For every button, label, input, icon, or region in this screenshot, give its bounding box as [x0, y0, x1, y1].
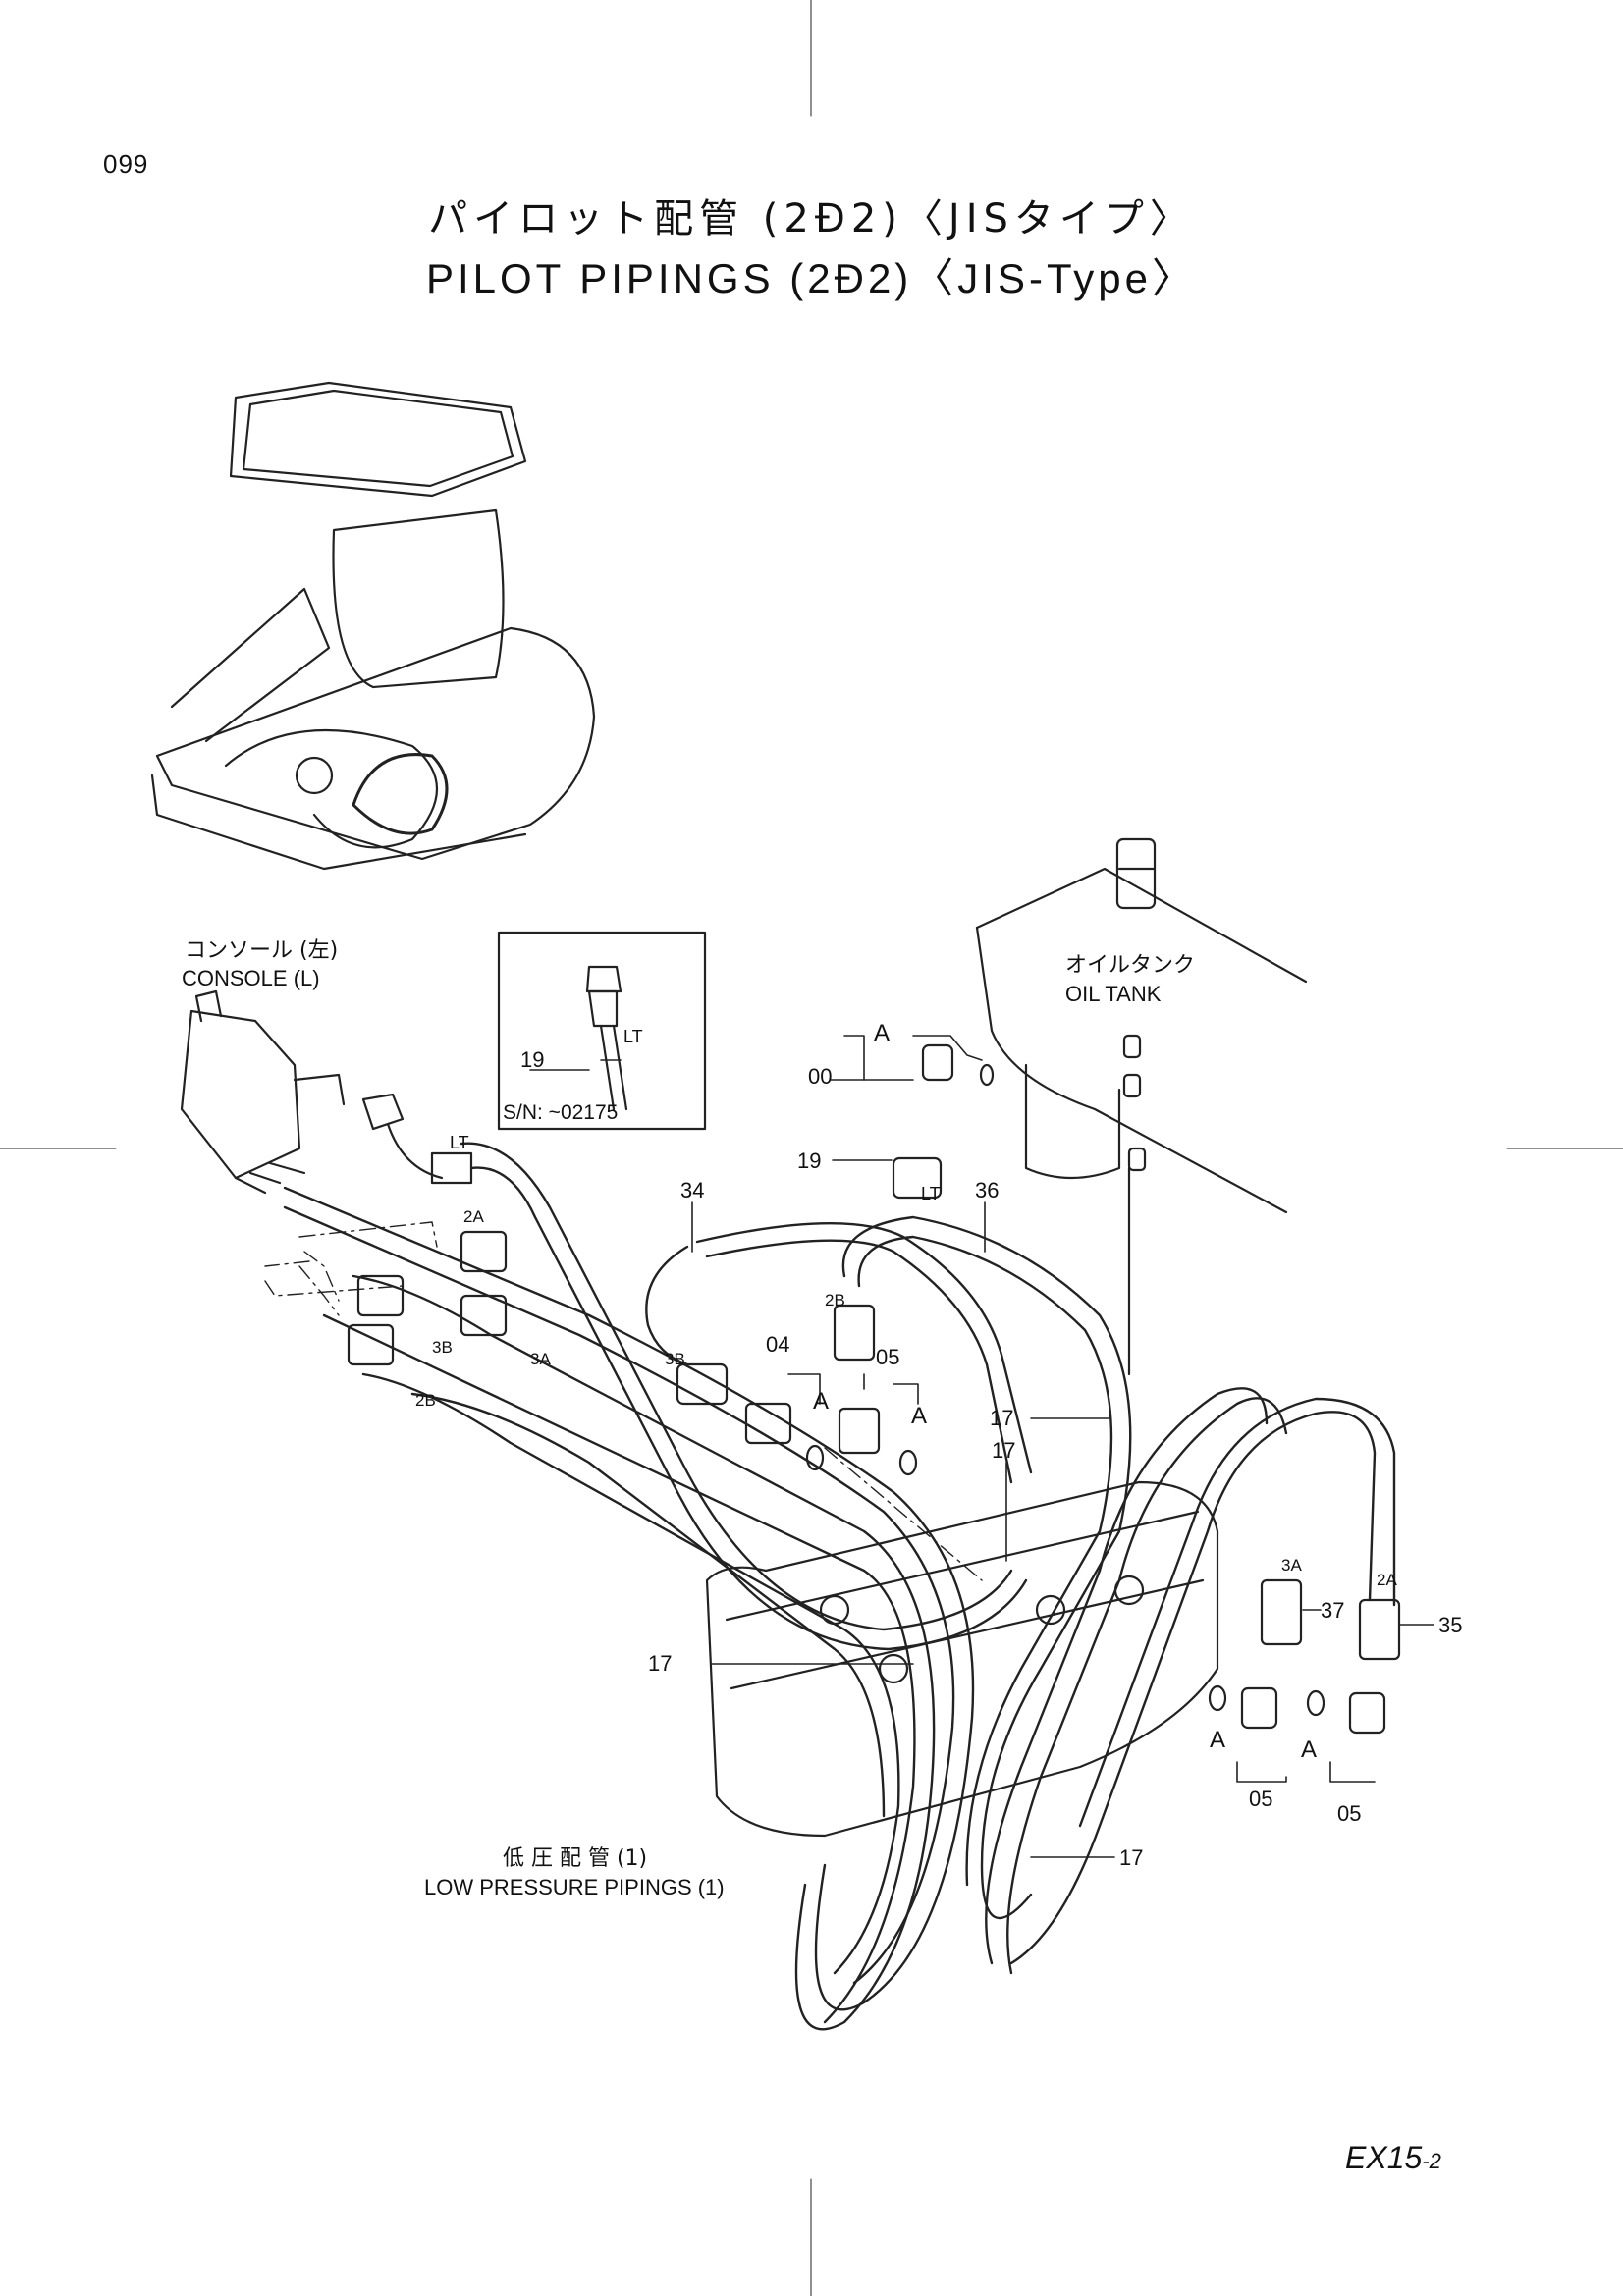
hose-bundle: [283, 1142, 1396, 2031]
part-3a-left: 3A: [530, 1350, 551, 1368]
oil-tank-label-en: OIL TANK: [1065, 982, 1162, 1006]
page-number: 099: [103, 149, 149, 179]
part-3b-center: 3B: [665, 1350, 685, 1368]
inset-part-19: 19: [520, 1047, 544, 1072]
model-main: EX15: [1345, 2140, 1423, 2175]
part-17-mid: 17: [992, 1438, 1015, 1463]
part-2a-right: 2A: [1377, 1571, 1397, 1589]
part-3a-right: 3A: [1281, 1556, 1302, 1575]
inset-serial-label: S/N: ~02175: [503, 1101, 618, 1124]
part-2a-left: 2A: [463, 1207, 484, 1226]
callout-labels: コンソール (左) CONSOLE (L) オイルタンク OIL TANK 低 …: [182, 938, 1462, 1899]
part-2b-left: 2B: [415, 1391, 436, 1410]
a-label-bottom-right: A: [1301, 1736, 1317, 1763]
page-title-en: PILOT PIPINGS (2Ð2)〈JIS-Type〉: [425, 255, 1198, 301]
part-3b-left: 3B: [432, 1338, 453, 1357]
low-pressure-label-en: LOW PRESSURE PIPINGS (1): [424, 1875, 725, 1899]
part-35: 35: [1438, 1613, 1462, 1637]
inset-lt-label: LT: [623, 1027, 643, 1046]
console-label-jp: コンソール (左): [185, 938, 338, 963]
a-label-05: A: [911, 1403, 927, 1429]
console-label-en: CONSOLE (L): [182, 966, 320, 990]
oil-tank-label-jp: オイルタンク: [1065, 953, 1195, 978]
page-title-jp: パイロット配管 (2Ð2)〈JISタイプ〉: [428, 196, 1195, 241]
oil-tank: [975, 837, 1308, 1376]
inset-box: [497, 931, 707, 1131]
part-17-left: 17: [648, 1651, 672, 1676]
part-34: 34: [680, 1178, 704, 1202]
a-label-top: A: [874, 1020, 890, 1046]
model-code: EX15-2: [1345, 2140, 1441, 2176]
a-label-bottom-left: A: [1210, 1727, 1225, 1753]
part-05-top: 05: [876, 1345, 899, 1369]
lt-label-console: LT: [450, 1133, 469, 1152]
lt-label-19: LT: [921, 1184, 941, 1203]
machine-overview-sketch: [150, 381, 596, 871]
part-04: 04: [766, 1332, 789, 1357]
part-05-bottom-right: 05: [1337, 1801, 1361, 1826]
model-suffix: -2: [1422, 2149, 1441, 2173]
control-valve-sketch: [705, 1480, 1219, 1838]
part-37: 37: [1321, 1598, 1344, 1623]
part-00: 00: [808, 1064, 832, 1089]
part-17-top: 17: [990, 1406, 1013, 1430]
console-valve-sketch: [180, 989, 473, 1195]
part-17-bottom: 17: [1119, 1845, 1143, 1870]
part-05-bottom-left: 05: [1249, 1787, 1272, 1811]
low-pressure-label-jp: 低 圧 配 管 (1): [503, 1846, 647, 1871]
part-2b-center: 2B: [825, 1291, 845, 1309]
a-label-04: A: [813, 1388, 829, 1415]
part-19: 19: [797, 1148, 821, 1173]
part-36: 36: [975, 1178, 999, 1202]
